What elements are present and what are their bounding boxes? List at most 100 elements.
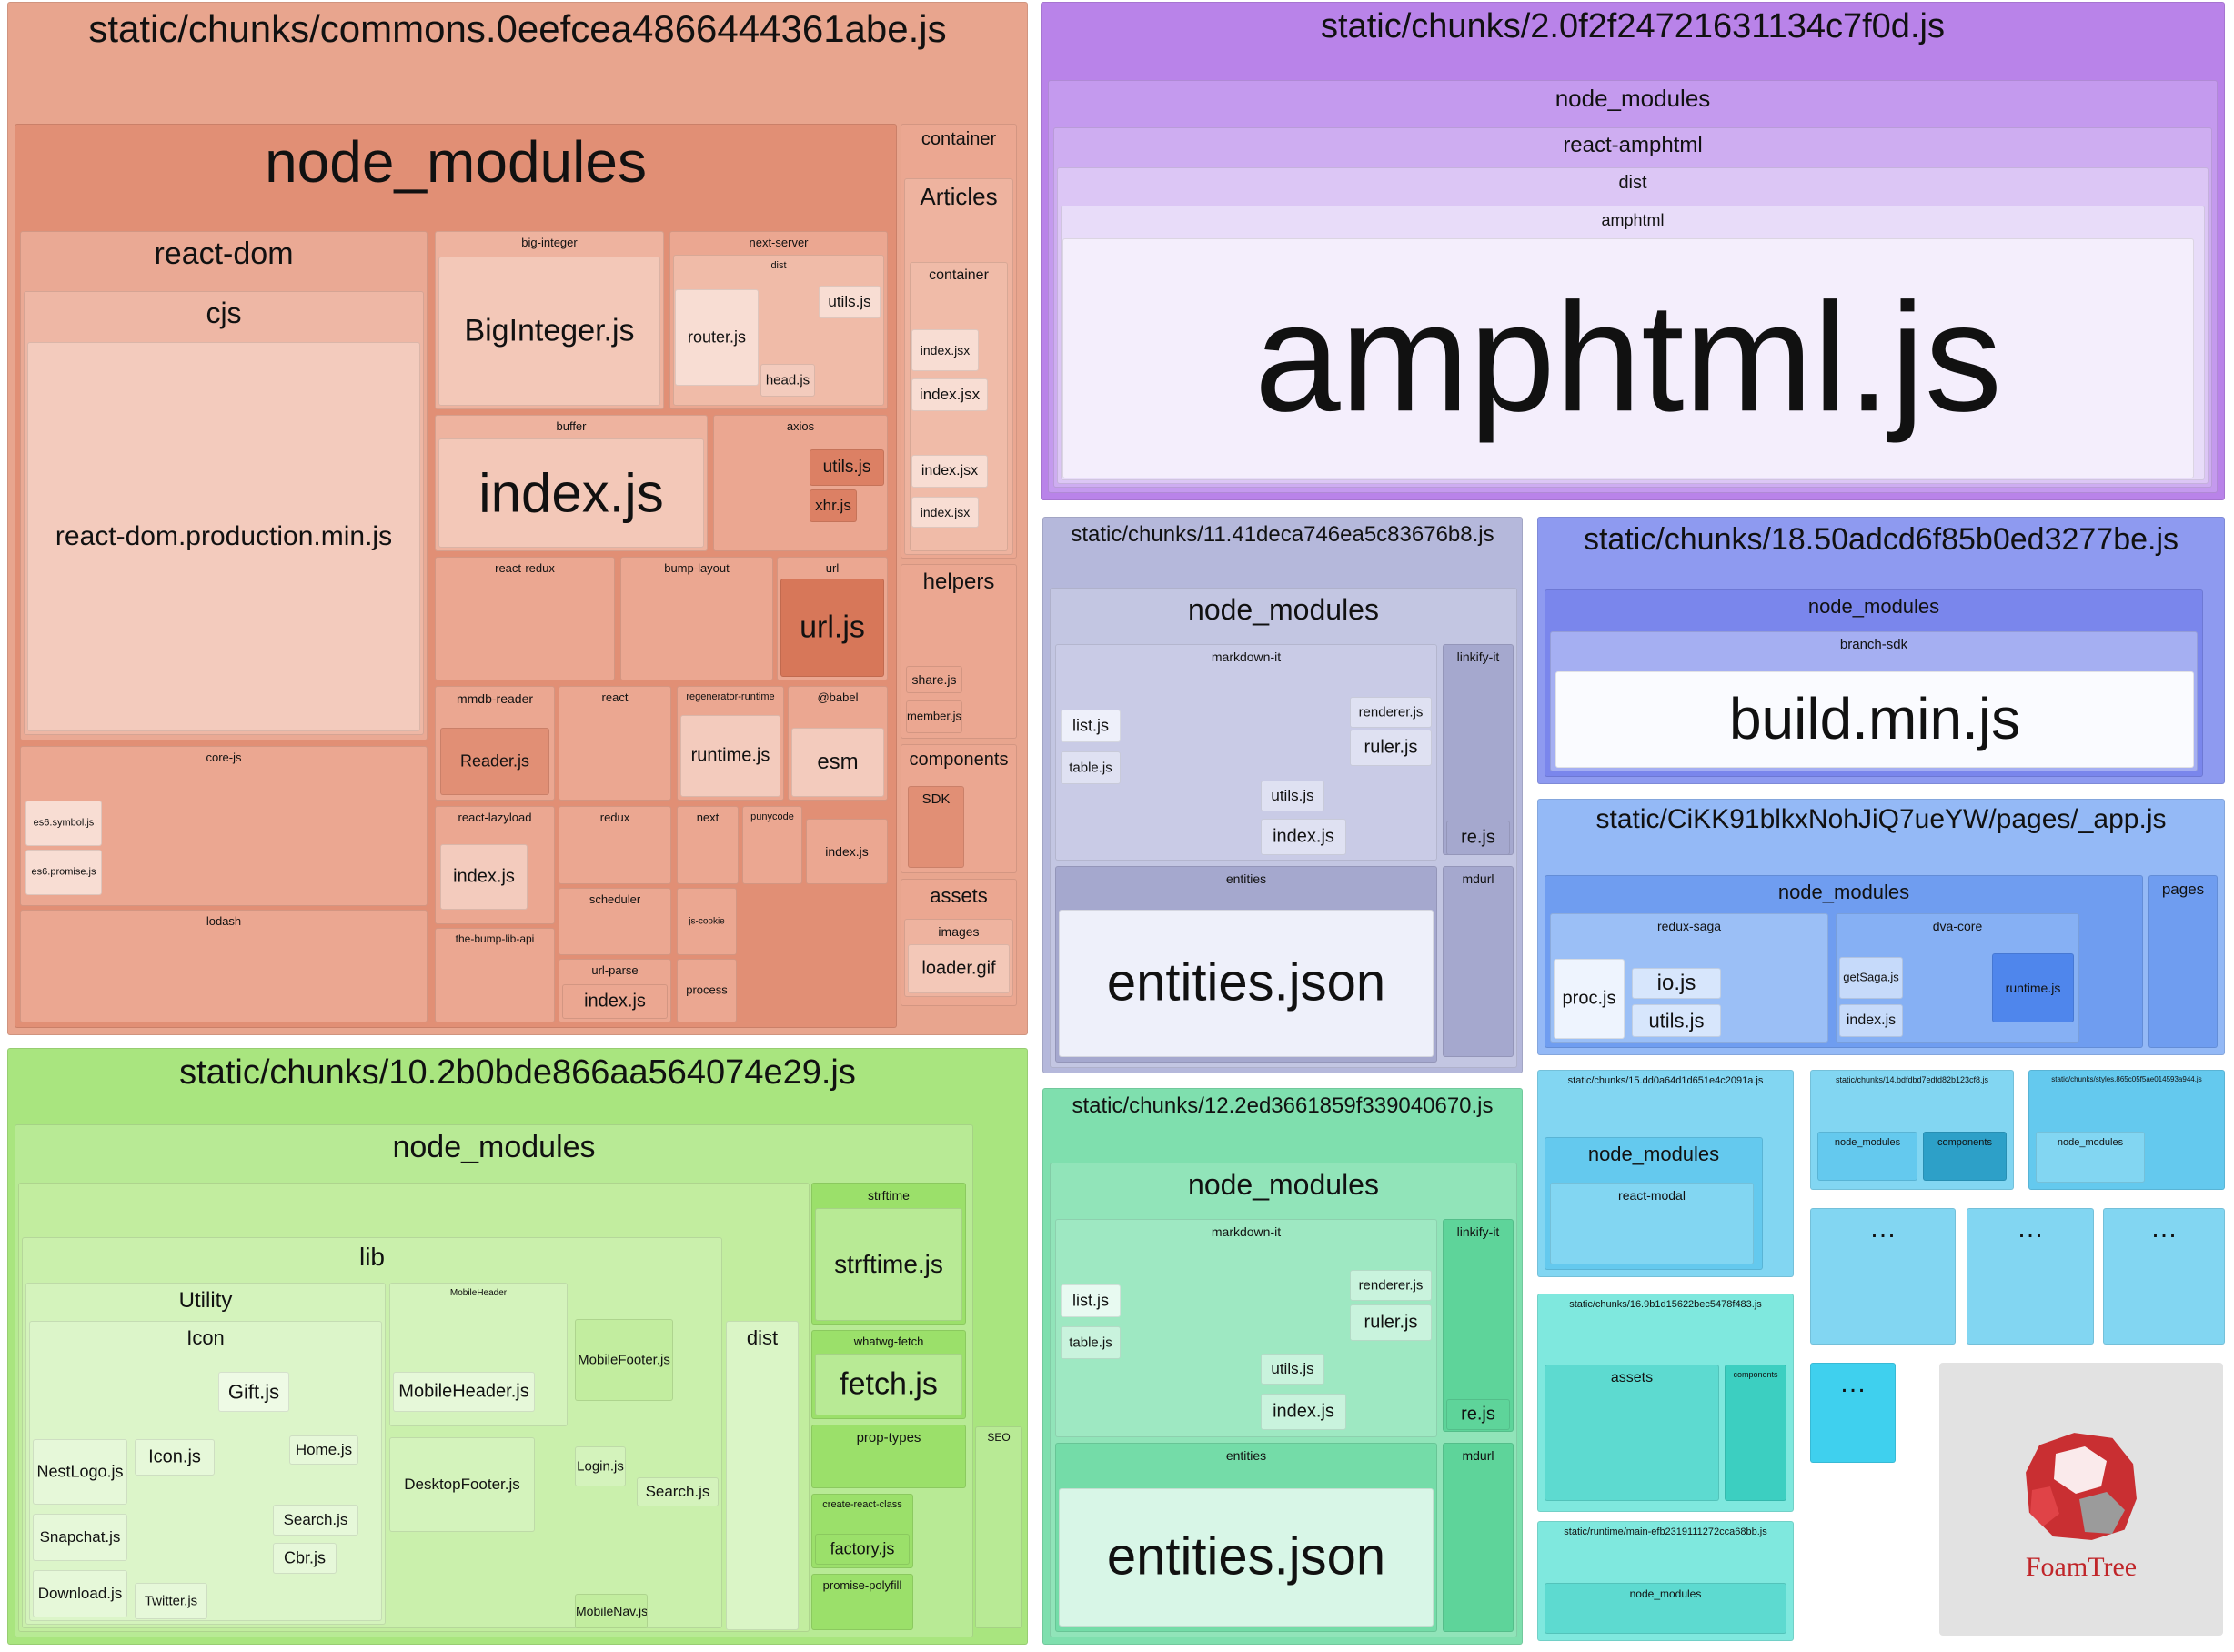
tile-strftime-js[interactable]: strftime.js	[815, 1208, 962, 1321]
tile-entities-json-11[interactable]: entities.json	[1059, 910, 1434, 1057]
tile-process[interactable]: process	[677, 959, 737, 1022]
tile-build-min-js[interactable]: build.min.js	[1555, 671, 2194, 768]
tile-icon-js[interactable]: Icon.js	[135, 1439, 215, 1476]
tile-linkify-it-11[interactable]: linkify-it	[1443, 644, 1514, 855]
tile-punycode[interactable]: punycode	[742, 806, 802, 884]
tile-home-js[interactable]: Home.js	[289, 1435, 358, 1465]
tile-mdurl-12[interactable]: mdurl	[1443, 1443, 1514, 1632]
tile-react-modal[interactable]: react-modal	[1550, 1183, 1754, 1264]
tile-table-js-11[interactable]: table.js	[1061, 751, 1121, 784]
tile-index-jsx-3[interactable]: index.jsx	[911, 455, 988, 488]
tile-member-js[interactable]: member.js	[906, 700, 962, 733]
tile-renderer-js-12[interactable]: renderer.js	[1350, 1270, 1432, 1301]
tile-getsaga-js[interactable]: getSaga.js	[1839, 957, 1903, 999]
tile-amphtml-js[interactable]: amphtml.js	[1062, 238, 2194, 478]
tile-snapchat-js[interactable]: Snapchat.js	[33, 1514, 127, 1561]
tile-label: node_modules	[1188, 593, 1379, 626]
tile-cbr-js[interactable]: Cbr.js	[273, 1543, 337, 1574]
tile-redux[interactable]: redux	[558, 806, 671, 884]
tile-next[interactable]: next	[677, 806, 739, 884]
tile-react-dom-production[interactable]: react-dom.production.min.js	[27, 342, 420, 731]
tile-desktopfooter-js[interactable]: DesktopFooter.js	[389, 1437, 535, 1532]
tile-index-jsx-4[interactable]: index.jsx	[911, 497, 979, 528]
tile-download-js[interactable]: Download.js	[33, 1570, 127, 1617]
tile-index-js-dva[interactable]: index.js	[1839, 1004, 1903, 1037]
tile-mdurl-11[interactable]: mdurl	[1443, 866, 1514, 1057]
tile-loader-gif[interactable]: loader.gif	[908, 944, 1010, 993]
tile-mobileheader-js[interactable]: MobileHeader.js	[393, 1372, 535, 1412]
tile-ruler-js-12[interactable]: ruler.js	[1350, 1304, 1432, 1341]
tile-reader-js[interactable]: Reader.js	[440, 728, 549, 795]
tile-router-js[interactable]: router.js	[675, 289, 759, 386]
tile-renderer-js-11[interactable]: renderer.js	[1350, 697, 1432, 728]
tile-io-js[interactable]: io.js	[1632, 968, 1721, 999]
tile-cyan-a[interactable]: …	[1810, 1208, 1956, 1345]
tile-search-js-2[interactable]: Search.js	[637, 1477, 719, 1506]
tile-utils-js-12[interactable]: utils.js	[1261, 1354, 1324, 1385]
tile-the-bump-lib-api[interactable]: the-bump-lib-api	[435, 928, 555, 1022]
tile-list-js-11[interactable]: list.js	[1061, 710, 1121, 742]
tile-entities-json-12[interactable]: entities.json	[1059, 1488, 1434, 1627]
tile-login-js[interactable]: Login.js	[575, 1446, 626, 1486]
tile-url-js[interactable]: url.js	[780, 579, 884, 677]
tile-re-js-12[interactable]: re.js	[1446, 1399, 1510, 1430]
tile-lazyload-index-js[interactable]: index.js	[440, 844, 528, 910]
tile-runtime-js[interactable]: runtime.js	[680, 715, 780, 797]
tile-chunk14-node-modules[interactable]: node_modules	[1817, 1132, 1917, 1181]
tile-mobilenav-js[interactable]: MobileNav.js	[575, 1594, 648, 1628]
tile-dist-10[interactable]: dist	[726, 1321, 799, 1630]
tile-xhr-js[interactable]: xhr.js	[810, 489, 857, 522]
tile-twitter-js[interactable]: Twitter.js	[135, 1583, 207, 1619]
tile-bump-layout[interactable]: bump-layout	[620, 557, 773, 680]
tile-buffer-index-js[interactable]: index.js	[438, 438, 704, 548]
tile-pages-app[interactable]: pages	[2148, 875, 2218, 1048]
tile-index-jsx-1[interactable]: index.jsx	[911, 329, 979, 371]
tile-js-cookie[interactable]: js-cookie	[677, 888, 737, 955]
tile-index-jsx-2[interactable]: index.jsx	[911, 378, 988, 411]
tile-linkify-it-12[interactable]: linkify-it	[1443, 1219, 1514, 1432]
tile-mobilefooter-js[interactable]: MobileFooter.js	[575, 1319, 673, 1401]
tile-re-js-11[interactable]: re.js	[1446, 821, 1510, 855]
tile-seo-10[interactable]: SEO	[975, 1426, 1022, 1628]
tile-cyan-d[interactable]: …	[1810, 1363, 1896, 1463]
tile-fetch-js[interactable]: fetch.js	[815, 1354, 962, 1415]
tile-index-js-11[interactable]: index.js	[1261, 819, 1346, 855]
tile-factory-js[interactable]: factory.js	[815, 1534, 910, 1565]
tile-styles-node-modules[interactable]: node_modules	[2036, 1132, 2145, 1183]
tile-components-16[interactable]: components	[1725, 1365, 1786, 1501]
tile-react[interactable]: react	[558, 686, 671, 801]
tile-es6-symbol[interactable]: es6.symbol.js	[25, 801, 102, 846]
tile-sdk[interactable]: SDK	[908, 786, 964, 868]
tile-cyan-b[interactable]: …	[1967, 1208, 2094, 1345]
tile-list-js-12[interactable]: list.js	[1061, 1284, 1121, 1317]
tile-share-js[interactable]: share.js	[906, 666, 962, 693]
tile-nestlogo-js[interactable]: NestLogo.js	[33, 1439, 127, 1505]
tile-index-js-12[interactable]: index.js	[1261, 1394, 1346, 1430]
tile-chunk14-components[interactable]: components	[1923, 1132, 2007, 1181]
tile-runtime-nm[interactable]: node_modules	[1545, 1583, 1786, 1634]
tile-axios-utils-js[interactable]: utils.js	[810, 449, 884, 486]
tile-utils-js-ns[interactable]: utils.js	[819, 286, 881, 318]
tile-table-js-12[interactable]: table.js	[1061, 1326, 1121, 1359]
tile-biginteger-js[interactable]: BigInteger.js	[438, 257, 660, 406]
tile-scheduler[interactable]: scheduler	[558, 888, 671, 955]
tile-url-parse-index-js[interactable]: index.js	[562, 984, 668, 1019]
tile-cyan-c[interactable]: …	[2103, 1208, 2225, 1345]
tile-runtime-js-dva[interactable]: runtime.js	[1992, 953, 2074, 1022]
tile-utils-js-11[interactable]: utils.js	[1261, 781, 1324, 811]
tile-proc-js[interactable]: proc.js	[1554, 959, 1625, 1039]
tile-label: images	[938, 924, 980, 939]
tile-esm[interactable]: esm	[791, 728, 884, 797]
tile-ruler-js-11[interactable]: ruler.js	[1350, 730, 1432, 766]
tile-es6-promise[interactable]: es6.promise.js	[25, 850, 102, 895]
tile-promise-polyfill[interactable]: promise-polyfill	[811, 1574, 913, 1630]
tile-path-browserify-index[interactable]: index.js	[806, 819, 888, 884]
tile-lodash[interactable]: lodash	[20, 910, 428, 1022]
tile-react-redux[interactable]: react-redux	[435, 557, 615, 680]
tile-gift-js[interactable]: Gift.js	[218, 1372, 289, 1412]
tile-utils-js-saga[interactable]: utils.js	[1632, 1004, 1721, 1037]
tile-head-js[interactable]: head.js	[760, 364, 815, 397]
tile-prop-types[interactable]: prop-types	[811, 1425, 966, 1488]
tile-search-js-icon[interactable]: Search.js	[273, 1505, 358, 1536]
tile-assets-16[interactable]: assets	[1545, 1365, 1719, 1501]
